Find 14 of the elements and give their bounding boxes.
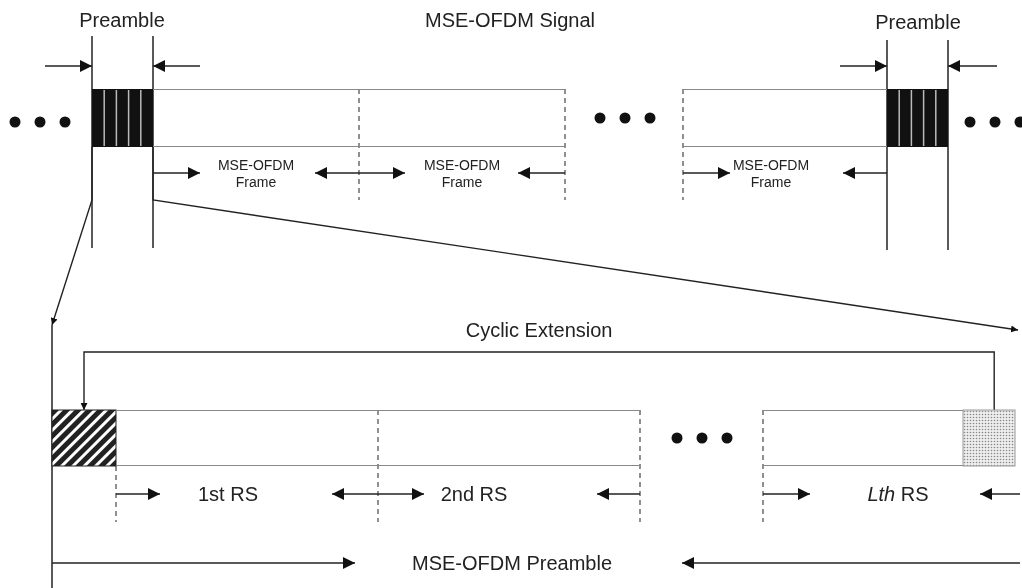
caption-text: 1st RS: [198, 482, 258, 506]
caption-text: MSE-OFDM Preamble: [412, 551, 612, 575]
caption-text: 2nd RS: [440, 482, 508, 506]
caption-text: Preamble: [79, 8, 165, 32]
caption-text: Preamble: [875, 10, 961, 34]
segment-label: MSE-OFDM Frame: [731, 157, 811, 191]
edge-label: Cyclic Extension: [465, 318, 613, 342]
caption-text: Lth RS: [867, 482, 929, 506]
arrow: [50, 146, 93, 326]
arrow: [152, 146, 1019, 333]
segment-label: MSE-OFDM Frame: [422, 157, 502, 191]
segment-label: MSE-OFDM Frame: [216, 157, 296, 191]
arrow: [80, 351, 995, 411]
caption-text: MSE-OFDM Signal: [425, 8, 595, 32]
